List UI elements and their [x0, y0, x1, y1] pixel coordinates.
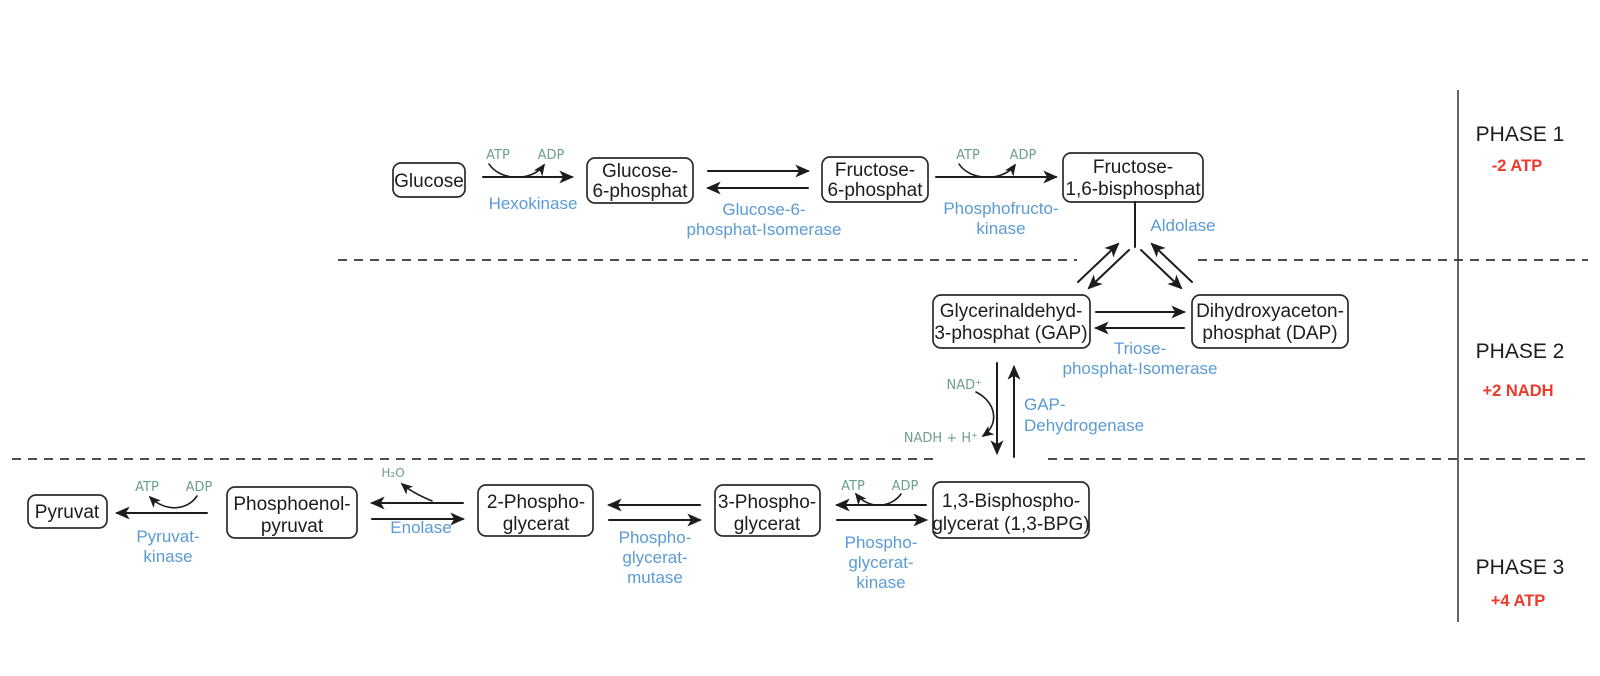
phase-1-label: PHASE 1: [1476, 123, 1565, 146]
enzyme-phosphofructokinase: kinase: [976, 219, 1025, 238]
fork-left-up-arrow: [1077, 242, 1120, 283]
metabolite-label: 3-phosphat (GAP): [934, 323, 1087, 344]
cofactor-arc: [975, 391, 995, 437]
metabolite-box-fructose-16-bisphosphat: Fructose- 1,6-bisphosphat: [1062, 152, 1204, 203]
cofactor-arc: [400, 482, 433, 502]
reaction-phosphofructokinase: ATP ADP Phosphofructo- kinase: [935, 148, 1059, 238]
metabolite-box-3-phosphoglycerat: 3-Phospho- glycerat: [714, 484, 821, 537]
metabolite-label: Glucose-: [602, 161, 678, 182]
enzyme-aldolase: Aldolase: [1150, 216, 1215, 235]
nad-label: NAD⁺: [947, 378, 983, 393]
metabolite-label: 3-Phospho-: [718, 492, 816, 513]
metabolite-label: Glycerinaldehyd-: [940, 301, 1083, 322]
enzyme-gapdh: GAP-: [1024, 395, 1066, 414]
reaction-phosphoglycerat-mutase: Phospho- glycerat- mutase: [606, 498, 703, 587]
reaction-triosephosphat-isomerase: Triose- phosphat-Isomerase: [1063, 305, 1218, 378]
adp-label: ADP: [1010, 148, 1037, 163]
phase-2-yield: +2 NADH: [1482, 382, 1553, 400]
adp-label: ADP: [538, 148, 565, 163]
metabolite-box-2-phosphoglycerat: 2-Phospho- glycerat: [477, 484, 594, 537]
metabolite-box-phosphoenolpyruvat: Phosphoenol- pyruvat: [226, 486, 358, 539]
phase-panel: PHASE 1 -2 ATP PHASE 2 +2 NADH PHASE 3 +…: [1457, 90, 1565, 622]
metabolite-label: glycerat: [734, 514, 801, 535]
phase-2-label: PHASE 2: [1476, 340, 1565, 363]
metabolite-label: phosphat (DAP): [1202, 323, 1337, 344]
enzyme-tpi: phosphat-Isomerase: [1063, 359, 1218, 378]
metabolite-label: 1,6-bisphosphat: [1065, 179, 1201, 200]
adp-label: ADP: [186, 480, 213, 495]
enzyme-pk: Pyruvat-: [136, 527, 199, 546]
phase-3-yield: +4 ATP: [1491, 592, 1546, 610]
metabolite-box-dap: Dihydroxyaceton- phosphat (DAP): [1191, 294, 1349, 349]
metabolite-box-pyruvat: Pyruvat: [27, 494, 108, 529]
atp-label: ATP: [956, 148, 980, 163]
fork-left-down-arrow: [1087, 249, 1130, 290]
h2o-label: H₂O: [381, 466, 404, 480]
metabolite-label: Dihydroxyaceton-: [1196, 301, 1344, 322]
metabolite-label: glycerat: [503, 514, 570, 535]
nadh-label: NADH + H⁺: [904, 431, 978, 446]
reaction-g6p-isomerase: Glucose-6- phosphat-Isomerase: [687, 164, 842, 239]
enzyme-hexokinase: Hexokinase: [489, 194, 578, 213]
fork-right-down-arrow: [1140, 249, 1183, 290]
enzyme-pgm: glycerat-: [622, 548, 687, 567]
enzyme-g6p-isomerase: Glucose-6-: [722, 200, 805, 219]
fork-right-up-arrow: [1150, 242, 1193, 283]
metabolite-label: glycerat (1,3-BPG): [932, 514, 1089, 535]
enzyme-pk: kinase: [143, 547, 192, 566]
reaction-hexokinase: ATP ADP Hexokinase: [482, 148, 578, 213]
metabolite-label: 6-phosphat: [827, 180, 923, 201]
reaction-gap-dehydrogenase: NAD⁺ NADH + H⁺ GAP- Dehydrogenase: [904, 362, 1144, 458]
reaction-aldolase-fork: Aldolase: [1077, 201, 1216, 290]
metabolite-label: Fructose-: [1093, 157, 1173, 178]
metabolite-label: 2-Phospho-: [487, 492, 585, 513]
atp-label: ATP: [486, 148, 510, 163]
metabolite-box-fructose-6-phosphat: Fructose- 6-phosphat: [821, 156, 929, 203]
metabolite-label: Fructose-: [835, 160, 915, 181]
metabolite-label: pyruvat: [261, 516, 324, 537]
enzyme-pgk: glycerat-: [848, 553, 913, 572]
enzyme-enolase: Enolase: [390, 518, 451, 537]
reaction-enolase: H₂O Enolase: [369, 466, 466, 537]
phase-1-yield: -2 ATP: [1492, 157, 1542, 175]
cofactor-arc: [958, 163, 1016, 178]
atp-label: ATP: [841, 479, 865, 494]
metabolite-label: Phosphoenol-: [233, 494, 350, 515]
enzyme-pgm: mutase: [627, 568, 683, 587]
cofactor-arc: [148, 495, 198, 509]
metabolite-label: 6-phosphat: [592, 181, 688, 202]
enzyme-tpi: Triose-: [1114, 339, 1166, 358]
metabolite-label: Pyruvat: [35, 502, 100, 523]
enzyme-phosphofructokinase: Phosphofructo-: [943, 199, 1058, 218]
enzyme-pgk: kinase: [856, 573, 905, 592]
metabolite-label: Glucose: [394, 171, 464, 192]
enzyme-pgk: Phospho-: [845, 533, 918, 552]
metabolite-label: 1,3-Bisphospho-: [942, 491, 1080, 512]
enzyme-g6p-isomerase: phosphat-Isomerase: [687, 220, 842, 239]
metabolite-box-glucose: Glucose: [392, 162, 466, 198]
cofactor-arc: [488, 163, 545, 178]
phase-3-label: PHASE 3: [1476, 556, 1565, 579]
reaction-pyruvat-kinase: ATP ADP Pyruvat- kinase: [114, 480, 213, 566]
metabolite-box-glucose-6-phosphat: Glucose- 6-phosphat: [586, 157, 694, 204]
cofactor-arc: [854, 492, 902, 507]
metabolite-box-13-bpg: 1,3-Bisphospho- glycerat (1,3-BPG): [932, 481, 1090, 539]
atp-label: ATP: [135, 480, 159, 495]
enzyme-gapdh: Dehydrogenase: [1024, 416, 1144, 435]
reaction-phosphoglycerat-kinase: ATP ADP Phospho- glycerat- kinase: [834, 479, 929, 592]
metabolite-box-gap: Glycerinaldehyd- 3-phosphat (GAP): [932, 294, 1091, 349]
adp-label: ADP: [892, 479, 919, 494]
enzyme-pgm: Phospho-: [619, 528, 692, 547]
